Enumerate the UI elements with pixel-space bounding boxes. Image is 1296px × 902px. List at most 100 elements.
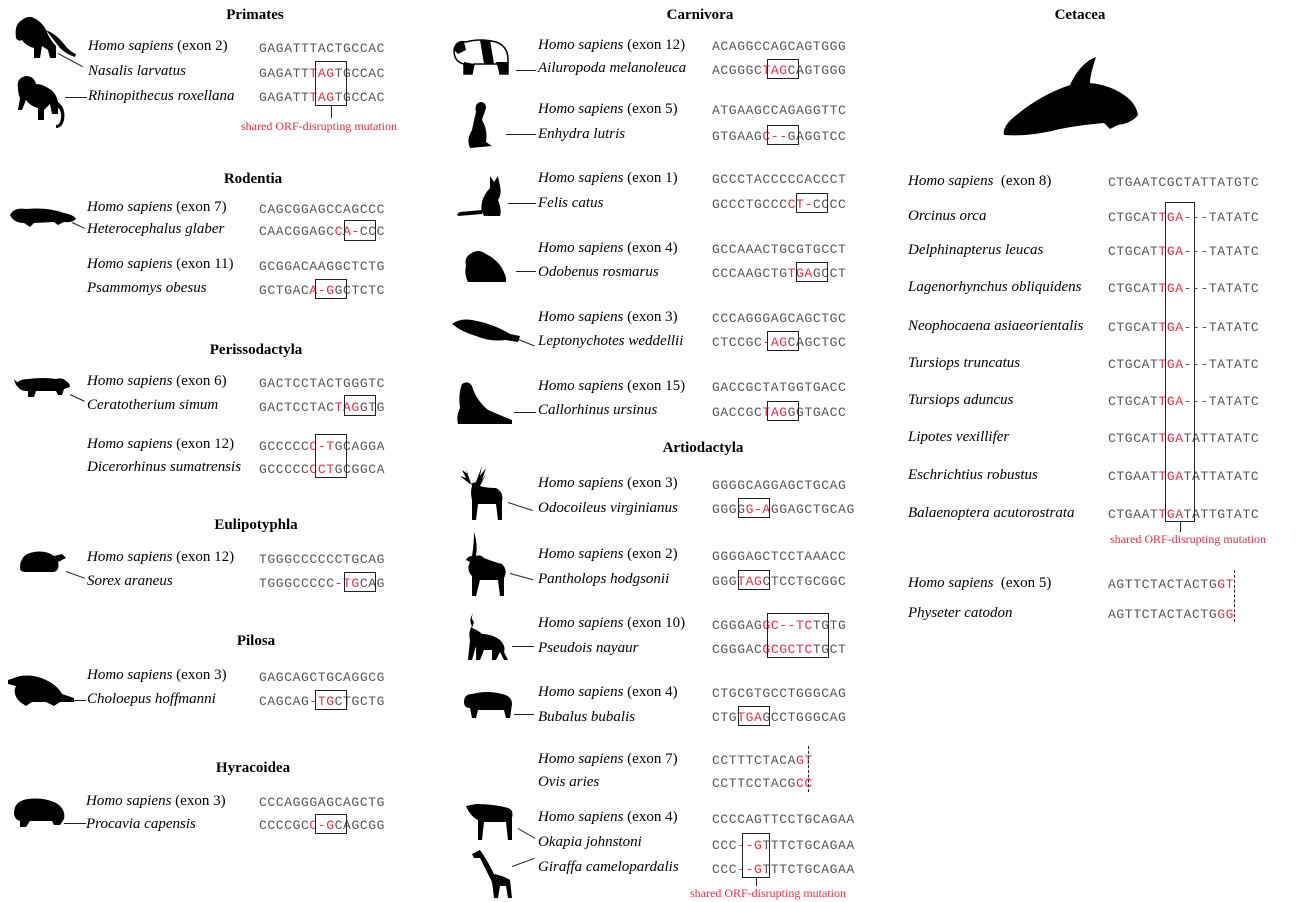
species-label: Tursiops truncatus — [908, 355, 1021, 371]
mutation-box — [344, 395, 376, 416]
mutation-box — [767, 613, 829, 658]
species-label: Leptonychotes weddellii — [538, 333, 684, 349]
sloth-silhouette — [8, 675, 74, 706]
species-label: Homo sapiens (exon 6) — [87, 373, 227, 389]
species-label: Homo sapiens (exon 12) — [87, 549, 235, 565]
group-title-artiodactyla: Artiodactyla — [662, 440, 744, 456]
group-title-carnivora: Carnivora — [666, 7, 734, 23]
dna-sequence: CGGGAGGC--TCTGTG — [712, 618, 847, 633]
mutation-pointer — [756, 878, 757, 886]
monkey-silhouette — [15, 16, 77, 58]
mutation-box — [767, 59, 799, 79]
mutation-box — [315, 61, 347, 106]
connector-line — [69, 394, 85, 402]
connector-line — [507, 502, 533, 512]
mutation-note: shared ORF-disrupting mutation — [241, 119, 397, 133]
mutation-note: shared ORF-disrupting mutation — [690, 886, 846, 900]
dna-sequence: CCTTCCTACGCC — [712, 776, 813, 791]
dna-sequence: CTGCATTGA---TATATC — [1108, 244, 1260, 259]
mutation-box — [344, 220, 376, 241]
dna-sequence: GAGATTTAGTGCCAC — [259, 90, 386, 105]
dna-sequence: CCCCAGTTCCTGCAGAA — [712, 812, 855, 827]
mutation-box — [767, 401, 799, 421]
species-label: Choloepus hoffmanni — [87, 691, 216, 707]
otter-silhouette — [468, 102, 492, 148]
species-label: Balaenoptera acutorostrata — [908, 505, 1075, 521]
dna-sequence: GGGTAGCTCCTGCGGC — [712, 574, 847, 589]
seal-silhouette — [452, 319, 520, 342]
species-label: Homo sapiens (exon 2) — [538, 546, 678, 562]
group-title-pilosa: Pilosa — [236, 633, 276, 649]
connector-line — [517, 828, 536, 839]
species-label: Homo sapiens (exon 10) — [538, 615, 686, 631]
dna-sequence: CTGCATTGA---TATATC — [1108, 394, 1260, 409]
dna-sequence: CCCAGGGAGCAGCTG — [259, 795, 386, 810]
dna-sequence: GCTGACA-GGCTCTC — [259, 283, 386, 298]
dna-sequence: CTGCATTGA---TATATC — [1108, 320, 1260, 335]
species-label: Homo sapiens (exon 5) — [538, 101, 678, 117]
species-label: Lipotes vexillifer — [908, 429, 1010, 445]
dna-sequence: GGGGAGCTCCTAAACC — [712, 549, 847, 564]
mutation-box — [796, 262, 828, 282]
mutation-pointer — [1180, 522, 1181, 532]
mutation-box — [738, 498, 770, 518]
dna-sequence: GCCAAACTGCGTGCCT — [712, 242, 847, 257]
mutation-pointer — [331, 106, 332, 118]
species-label: Homo sapiens (exon 4) — [538, 684, 678, 700]
mutation-box — [767, 125, 799, 145]
group-title-cetacea: Cetacea — [1054, 7, 1106, 23]
connector-line — [508, 203, 536, 204]
species-label: Neophocaena asiaeorientalis — [908, 318, 1084, 334]
group-title-perissodactyla: Perissodactyla — [209, 342, 303, 358]
cat-silhouette — [457, 176, 501, 216]
dna-sequence: CAACGGAGCCA-CCC — [259, 224, 386, 239]
dna-sequence: CTGCATTGA---TATATC — [1108, 357, 1260, 372]
mutation-box — [1165, 202, 1195, 522]
group-title-eulipotyphla: Eulipotyphla — [214, 517, 298, 533]
dna-sequence: GGGGG-AGGAGCTGCAG — [712, 502, 855, 517]
dna-sequence: CCTTTCTACAGT — [712, 753, 813, 768]
dna-sequence: CTGCGTGCCTGGGCAG — [712, 686, 847, 701]
species-label: Homo sapiens (exon 8) — [908, 173, 1052, 189]
species-label: Psammomys obesus — [87, 280, 207, 296]
mutation-note: shared ORF-disrupting mutation — [1110, 532, 1266, 546]
connector-line — [65, 97, 87, 98]
species-label: Lagenorhynchus obliquidens — [908, 279, 1082, 295]
species-label: Ailuropoda melanoleuca — [538, 60, 687, 76]
species-label: Eschrichtius robustus — [908, 467, 1038, 483]
panda-silhouette — [453, 39, 509, 75]
dna-sequence: CAGCGGAGCCAGCCC — [259, 202, 386, 217]
species-label: Pseudois nayaur — [538, 640, 639, 656]
giraffe-silhouette — [472, 850, 512, 898]
species-label: Bubalus bubalis — [538, 709, 636, 725]
connector-line — [514, 412, 536, 413]
species-label: Homo sapiens (exon 3) — [538, 475, 678, 491]
splice-site-line — [808, 746, 809, 792]
species-label: Homo sapiens (exon 15) — [538, 378, 686, 394]
dna-sequence: CTGCATTGATATTATATC — [1108, 431, 1260, 446]
rhinoceros-silhouette — [14, 378, 70, 397]
dna-sequence: GCCCCCC-TGCAGGA — [259, 439, 386, 454]
species-label: Orcinus orca — [908, 208, 987, 224]
sea-lion-silhouette — [457, 382, 512, 424]
dna-sequence: GCCCTGCCCCT-CCCC — [712, 197, 847, 212]
mutation-box — [315, 279, 347, 299]
dna-sequence: CTGAATTGATATTATATC — [1108, 469, 1260, 484]
species-label: Sorex araneus — [87, 573, 173, 589]
species-label: Homo sapiens (exon 12) — [538, 37, 686, 53]
species-label: Heterocephalus glaber — [87, 221, 225, 237]
connector-line — [509, 573, 534, 581]
hyrax-silhouette — [14, 798, 65, 827]
connector-line — [64, 823, 86, 824]
dna-sequence: CTGCATTGA---TATATC — [1108, 281, 1260, 296]
dna-sequence: CTGCATTGA---TATATC — [1108, 210, 1260, 225]
splice-site-line — [1234, 570, 1235, 622]
mutation-box — [315, 690, 347, 710]
species-label: Odocoileus virginianus — [538, 500, 678, 516]
species-label: Homo sapiens (exon 3) — [538, 309, 678, 325]
dna-sequence: GACTCCTACTAGGTG — [259, 400, 386, 415]
connector-line — [72, 700, 86, 701]
species-label: Homo sapiens (exon 3) — [87, 667, 227, 683]
mutation-box — [315, 814, 347, 834]
species-label: Homo sapiens (exon 12) — [87, 436, 235, 452]
